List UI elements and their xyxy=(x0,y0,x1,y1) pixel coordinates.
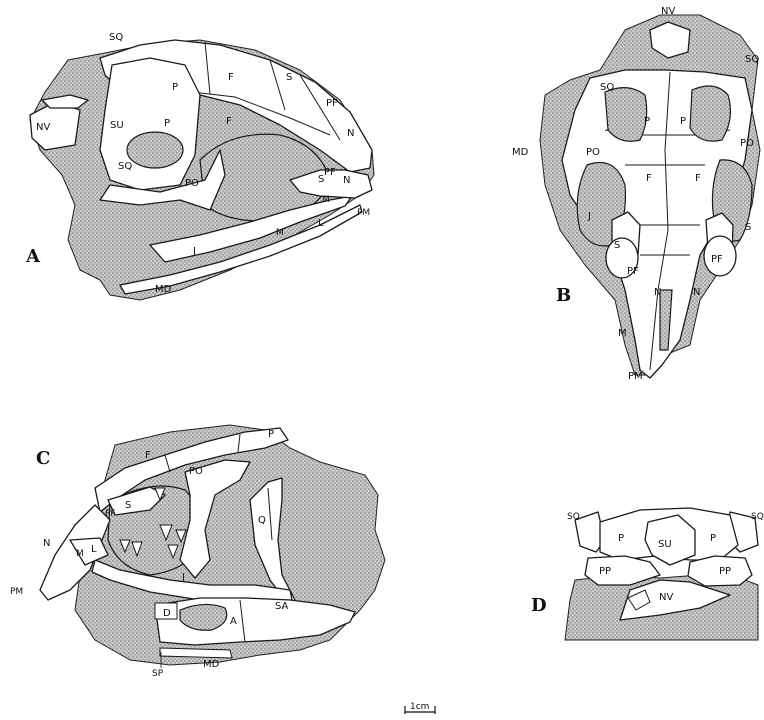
label: SQ xyxy=(109,32,123,43)
label: SQ xyxy=(600,82,614,93)
label: PF xyxy=(627,266,639,277)
label: SU xyxy=(110,120,124,131)
label: S xyxy=(125,500,131,511)
label: P xyxy=(172,82,178,93)
panel-letter: B xyxy=(556,285,571,306)
label: NV xyxy=(661,6,675,17)
panel-letter: C xyxy=(36,448,50,469)
label: F xyxy=(228,72,234,83)
panel-b: NV SQ SQ MD P P PO PO F F J S S PF PF N … xyxy=(512,6,760,382)
label: P xyxy=(644,116,650,127)
label: SQ xyxy=(751,512,764,522)
label: MD xyxy=(512,147,529,158)
panel-letter: D xyxy=(531,595,547,616)
label: SU xyxy=(658,539,672,550)
label: PO xyxy=(740,138,754,149)
label: L xyxy=(91,544,97,555)
panel-c: P F PO Q S PF N M L J PM D A SA SP MD C xyxy=(10,425,385,679)
label: P xyxy=(710,533,716,544)
label: J xyxy=(587,211,591,222)
label: F xyxy=(695,173,701,184)
scale-bar: 1cm xyxy=(405,702,435,714)
label: M xyxy=(76,549,84,559)
label: P xyxy=(164,118,170,129)
label: D xyxy=(163,608,171,619)
label: P xyxy=(268,429,274,440)
label: N xyxy=(43,538,50,549)
label: NV xyxy=(36,122,50,133)
label: S xyxy=(286,72,292,83)
label: SP xyxy=(152,669,164,679)
label: PF xyxy=(711,254,723,265)
label: F xyxy=(646,173,652,184)
label: PM xyxy=(628,371,643,382)
label: P xyxy=(680,116,686,127)
label: SQ xyxy=(745,54,759,65)
label: MD xyxy=(155,284,172,295)
label: PO xyxy=(189,466,203,477)
label: PF xyxy=(105,509,116,519)
label: PP xyxy=(599,566,611,577)
label: PF xyxy=(324,167,336,178)
label: F xyxy=(145,450,151,461)
panel-a: SQ P F S PF SU P F N NV SQ PO S PF N M L… xyxy=(25,32,374,300)
label: M xyxy=(618,328,627,339)
label: S xyxy=(745,222,751,233)
label: MD xyxy=(203,659,220,670)
label: PM xyxy=(357,208,370,218)
panel-d: SQ SQ P SU P PP PP NV D xyxy=(531,508,764,640)
label: S xyxy=(614,240,620,251)
label: NV xyxy=(659,592,673,603)
label: N xyxy=(347,128,354,139)
label: SQ xyxy=(118,161,132,172)
label: PO xyxy=(185,178,199,189)
label: PM xyxy=(10,587,23,597)
label: SA xyxy=(275,601,289,612)
label: N xyxy=(654,287,661,298)
scale-bar-label: 1cm xyxy=(410,702,429,712)
label: F xyxy=(226,116,232,127)
label: M xyxy=(322,195,330,205)
label: A xyxy=(230,616,237,627)
label: PP xyxy=(719,566,731,577)
label: J xyxy=(192,246,196,257)
panel-letter: A xyxy=(25,246,41,267)
label: PF xyxy=(326,98,338,109)
label: J xyxy=(181,572,185,583)
label: PO xyxy=(586,147,600,158)
label: N xyxy=(343,175,350,186)
label: Q xyxy=(258,515,266,526)
label: N xyxy=(693,287,700,298)
label: P xyxy=(618,533,624,544)
label: SQ xyxy=(567,512,580,522)
label: L xyxy=(318,218,324,229)
label: M xyxy=(276,228,284,238)
